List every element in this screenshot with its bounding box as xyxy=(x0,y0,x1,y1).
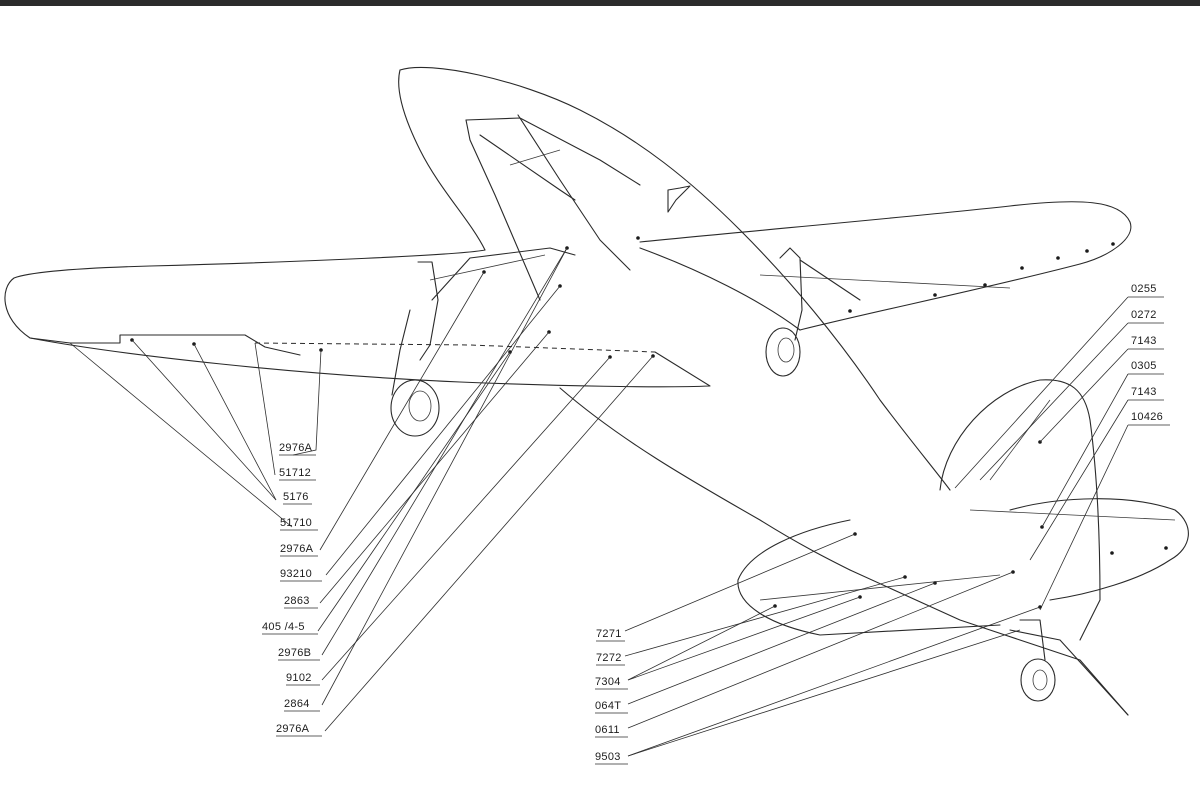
part-label: 064T xyxy=(595,700,621,712)
leader-lines xyxy=(69,247,1129,757)
part-label: 7271 xyxy=(596,628,622,640)
part-label: 93210 xyxy=(280,568,312,580)
part-label: 7143 xyxy=(1131,335,1157,347)
part-label: 2976A xyxy=(279,442,313,454)
part-label: 0255 xyxy=(1131,283,1157,295)
aircraft-outline xyxy=(4,66,1189,716)
part-label: 9503 xyxy=(595,751,621,763)
part-label: 2863 xyxy=(284,595,310,607)
part-label: 2976A xyxy=(276,723,310,735)
part-label: 405 /4-5 xyxy=(262,621,305,633)
part-label: 51712 xyxy=(279,467,311,479)
part-label: 10426 xyxy=(1131,411,1163,423)
scan-top-edge xyxy=(0,0,1200,6)
part-label: 2976A xyxy=(280,543,314,555)
left-label-group: 2976A 51712 5176 51710 2976A 93210 2863 … xyxy=(262,442,322,737)
part-label: 7143 xyxy=(1131,386,1157,398)
part-label: 0305 xyxy=(1131,360,1157,372)
part-label: 51710 xyxy=(280,517,312,529)
part-label: 7272 xyxy=(596,652,622,664)
part-label: 5176 xyxy=(283,491,309,503)
part-label: 0272 xyxy=(1131,309,1157,321)
part-label: 0611 xyxy=(595,724,620,736)
center-label-group: 7271 7272 7304 064T 0611 9503 xyxy=(595,628,628,765)
part-label: 2976B xyxy=(278,647,311,659)
part-label: 2864 xyxy=(284,698,310,710)
part-label: 7304 xyxy=(595,676,621,688)
part-label: 9102 xyxy=(286,672,312,684)
right-label-group: 0255 0272 7143 0305 7143 10426 xyxy=(1128,283,1170,426)
